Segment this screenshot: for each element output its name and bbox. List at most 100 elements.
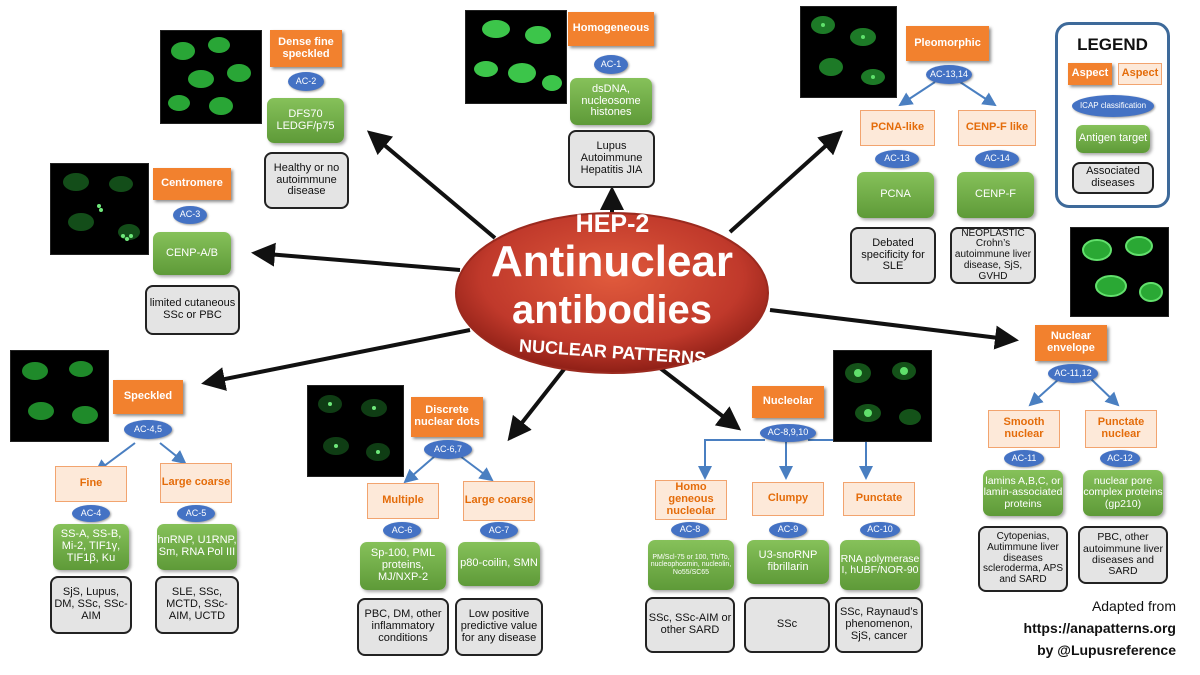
aspect-centromere: Centromere [153,168,231,200]
antigen-fine: SS-A, SS-B, Mi-2, TIF1γ, TIF1β, Ku [53,524,129,570]
icap-ac5: AC-5 [177,505,215,522]
antigen-clumpy: U3-snoRNP fibrillarin [747,540,829,584]
antigen-large-coarse-speckled: hnRNP, U1RNP, Sm, RNA Pol III [157,524,237,570]
cell-image-speckled [10,350,109,442]
icap-ac4: AC-4 [72,505,110,522]
cell-image-pleomorphic [800,6,897,98]
aspect-large-coarse-speckled: Large coarse [160,463,232,503]
aspect-punctate: Punctate [843,482,915,516]
icap-ac4-5: AC-4,5 [124,420,172,439]
aspect-fine: Fine [55,466,127,502]
branch-homogeneous-nucleolar [698,439,765,480]
icap-ac7: AC-7 [480,522,518,539]
disease-punctate: SSc, Raynaud’s phenomenon, SjS, cancer [835,597,923,653]
aspect-homogeneous-nucleolar: Homo geneous nucleolar [655,480,727,520]
aspect-smooth-nuclear: Smooth nuclear [988,410,1060,448]
arrow-centromere [251,242,461,272]
icap-ac8-9-10: AC-8,9,10 [760,424,816,442]
aspect-dense-fine-speckled: Dense fine speckled [270,30,342,67]
aspect-multiple: Multiple [367,483,439,519]
disease-dense-fine-speckled: Healthy or no autoimmune disease [264,152,349,209]
hub-title-hep2: HEP-2 [575,210,650,238]
disease-smooth-nuclear: Cytopenias, Autimmune liver diseases scl… [978,526,1068,592]
disease-cenpf: NEOPLASTIC Crohn’s autoimmune liver dise… [950,227,1036,284]
branch-cenpf [959,81,997,107]
aspect-punctate-nuclear: Punctate nuclear [1085,410,1157,448]
disease-fine: SjS, Lupus, DM, SSc, SSc-AIM [50,576,132,634]
arrow-speckled [201,328,471,391]
icap-ac11-12: AC-11,12 [1048,364,1098,383]
aspect-nucleolar: Nucleolar [752,386,824,418]
arrow-pleomorphic [728,130,843,234]
antigen-pcna: PCNA [857,172,934,218]
disease-multiple: PBC, DM, other inflammatory conditions [357,598,449,656]
legend-aspect-primary: Aspect [1068,63,1112,85]
icap-ac1: AC-1 [594,55,628,74]
antigen-dense-fine-speckled: DFS70 LEDGF/p75 [267,98,344,143]
branch-large-coarse-dots [459,455,494,482]
arrow-nucleolar [658,366,742,431]
disease-punctate-nuclear: PBC, other autoimmune liver diseases and… [1078,526,1168,584]
disease-large-coarse-speckled: SLE, SSc, MCTD, SSc-AIM, UCTD [155,576,239,634]
antigen-homogeneous: dsDNA, nucleosome histones [570,78,652,125]
legend-icap: ICAP classification [1072,95,1154,117]
aspect-cenpf-like: CENP-F like [958,110,1036,146]
aspect-large-coarse-dots: Large coarse [463,481,535,521]
icap-ac9: AC-9 [769,522,807,538]
icap-ac11: AC-11 [1004,450,1044,467]
antigen-multiple: Sp-100, PML proteins, MJ/NXP-2 [360,542,446,590]
branch-multiple [403,455,436,484]
antigen-homogeneous-nucleolar: PM/Scl-75 or 100, Th/To, nucleophosmin, … [648,540,734,590]
legend-aspect-secondary: Aspect [1118,63,1162,85]
legend-disease: Associated diseases [1072,162,1154,194]
arrow-dense-fine-speckled [366,130,497,240]
legend-antigen: Antigen target [1076,125,1150,153]
antigen-punctate: RNA polymerase I, hUBF/NOR-90 [840,540,920,590]
disease-pcna: Debated specificity for SLE [850,227,936,284]
antigen-large-coarse-dots: p80-coilin, SMN [458,542,540,586]
legend-title: LEGEND [1077,35,1148,54]
icap-ac3: AC-3 [173,206,207,224]
legend-panel: LEGEND Aspect Aspect ICAP classification… [1055,22,1170,208]
cell-image-centromere [50,163,149,255]
disease-clumpy: SSc [744,597,830,653]
credit-author: by @Lupusreference [1037,642,1176,658]
disease-centromere: limited cutaneous SSc or PBC [145,285,240,335]
branch-smooth [1028,377,1061,407]
branch-punctate [808,439,873,480]
center-hub [455,212,769,374]
icap-ac6-7: AC-6,7 [424,440,472,459]
icap-ac13: AC-13 [875,150,919,168]
aspect-clumpy: Clumpy [752,482,824,516]
aspect-discrete-nuclear-dots: Discrete nuclear dots [411,397,483,437]
antigen-cenpf: CENP-F [957,172,1034,218]
cell-image-nuclear-envelope [1070,227,1169,317]
branch-large-coarse [159,442,187,465]
icap-ac12: AC-12 [1100,450,1140,467]
cell-image-nucleolar [833,350,932,442]
aspect-homogeneous: Homogeneous [568,12,654,46]
aspect-pcna-like: PCNA-like [860,110,935,146]
cell-image-homogeneous [465,10,567,104]
icap-ac8: AC-8 [671,522,709,538]
arrow-discrete-dots [507,366,567,442]
disease-homogeneous-nucleolar: SSc, SSc-AIM or other SARD [645,597,735,653]
branch-punctate-nuclear [1089,377,1120,407]
hub-title-antinuclear: Antinuclear [490,237,734,286]
credit-adapted-from: Adapted from [1091,598,1176,614]
icap-ac6: AC-6 [383,522,421,539]
icap-ac13-14: AC-13,14 [926,65,972,84]
icap-ac2: AC-2 [288,72,324,91]
aspect-speckled: Speckled [113,380,183,414]
antigen-centromere: CENP-A/B [153,232,231,275]
cell-image-discrete-dots [307,385,404,477]
branch-pcna [898,81,936,107]
aspect-nuclear-envelope: Nuclear envelope [1035,325,1107,361]
arrow-nuclear-envelope [769,308,1019,350]
credit-url[interactable]: https://anapatterns.org [1023,620,1176,636]
icap-ac10: AC-10 [860,522,900,538]
icap-ac14: AC-14 [975,150,1019,168]
hub-title-antibodies: antibodies [511,288,713,332]
antigen-smooth-nuclear: lamins A,B,C, or lamin-associated protei… [983,470,1063,516]
